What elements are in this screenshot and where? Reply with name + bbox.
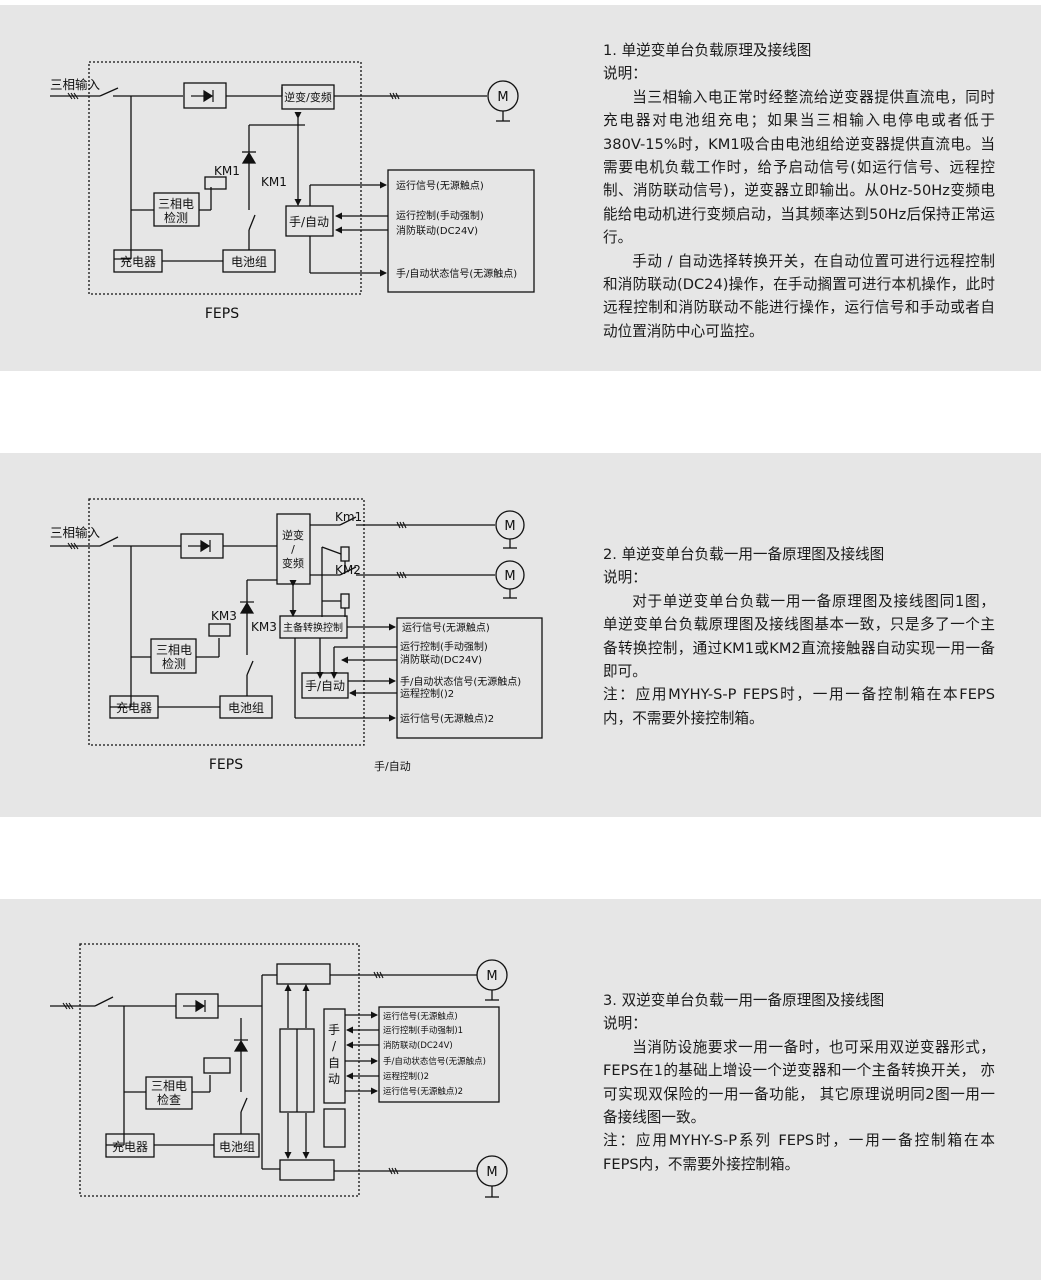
feps-enclosure <box>88 61 362 295</box>
manual-auto-label: 手 <box>328 1023 340 1037</box>
detector-label-2: 检测 <box>162 656 186 671</box>
section-title: 3. 双逆变单台负载一用一备原理图及接线图 <box>603 992 885 1009</box>
feps-label: FEPS <box>209 757 243 773</box>
input-label: 三相输入 <box>50 77 101 92</box>
switchover-label: 主备转换控制 <box>283 621 343 634</box>
manual-auto-label: 自 <box>328 1056 340 1070</box>
diagram-1: 三相输入 逆变/变频 M KM1 KM1 三相电 检测 手/自动 充电器 电池组… <box>50 61 535 322</box>
manual-auto-box <box>323 1008 346 1104</box>
note: 注：应用MYHY-S-P系列 FEPS时，一用一备控制箱在本FEPS内，不需要外… <box>603 1132 995 1173</box>
detector-label-1: 三相电 <box>151 1079 187 1093</box>
detector-label-2: 检查 <box>157 1092 181 1107</box>
signal-label: 手/自动状态信号(无源触点) <box>396 267 517 280</box>
feps-enclosure <box>88 498 365 746</box>
km2-label: KM2 <box>335 563 361 577</box>
manual-auto-label: 动 <box>328 1072 340 1086</box>
inverter-box <box>276 963 331 985</box>
signal-label: 运行信号(无源触点) <box>402 621 490 634</box>
inverter-label: 变频 <box>282 556 304 570</box>
signal-box <box>396 617 543 739</box>
signal-label: 运程控制()2 <box>400 687 454 700</box>
manual-auto-label: / <box>332 1039 337 1053</box>
km1-coil <box>204 176 227 190</box>
relay-coil <box>203 1057 231 1074</box>
signal-label: 运程控制()2 <box>383 1071 429 1082</box>
section-3-panel: M M 三相电 检查 手 / 自 动 充电器 电池组 运行信号(无源触点) 运行… <box>0 899 1041 1280</box>
km1-label: Km1 <box>335 510 362 524</box>
diagram-2: 三相输入 逆变 / 变频 Km1 KM2 M M KM3 KM3 主备转换控制 … <box>50 498 543 773</box>
diagram-3: M M 三相电 检查 手 / 自 动 充电器 电池组 运行信号(无源触点) 运行… <box>50 943 508 1198</box>
explain-label: 说明： <box>603 65 647 83</box>
battery-label: 电池组 <box>231 255 267 269</box>
detector-label-1: 三相电 <box>158 197 194 211</box>
motor-label: M <box>504 519 515 534</box>
inverter-box <box>279 1159 335 1181</box>
charger-label: 充电器 <box>116 700 152 715</box>
signal-label: 手/自动状态信号(无源触点) <box>400 675 521 688</box>
explain-label: 说明： <box>603 569 647 587</box>
inverter-label: / <box>291 543 295 556</box>
inverter-label: 逆变/变频 <box>284 90 332 104</box>
km1-coil-label: KM1 <box>214 164 240 178</box>
signal-label: 消防联动(DC24V) <box>396 224 478 237</box>
paragraph: 当三相输入电正常时经整流给逆变器提供直流电，同时充电器对电池组充电；如果当三相输… <box>603 88 995 247</box>
signal-label: 运行信号(无源触点) <box>383 1011 458 1022</box>
battery-label: 电池组 <box>219 1140 255 1154</box>
section-3-description: 3. 双逆变单台负载一用一备原理图及接线图 说明： 当消防设施要求一用一备时，也… <box>603 989 995 1176</box>
bottom-manual-auto-label: 手/自动 <box>374 759 411 773</box>
relay-coil <box>340 593 350 609</box>
motor-label: M <box>504 569 515 584</box>
section-1-panel: 三相输入 逆变/变频 M KM1 KM1 三相电 检测 手/自动 充电器 电池组… <box>0 5 1041 371</box>
detector-box <box>150 638 197 674</box>
section-2-description: 2. 单逆变单台负载一用一备原理图及接线图 说明： 对于单逆变单台负载一用一备原… <box>603 543 995 730</box>
inverter-label: 逆变 <box>282 528 304 542</box>
signal-label: 手/自动状态信号(无源触点) <box>383 1056 486 1067</box>
manual-auto-box <box>301 672 349 699</box>
input-label: 三相输入 <box>50 525 101 540</box>
km3-coil-label: KM3 <box>211 609 237 623</box>
feps-label: FEPS <box>205 306 239 322</box>
signal-label: 消防联动(DC24V) <box>383 1040 453 1051</box>
motor-label: M <box>486 1165 497 1180</box>
section-title: 1. 单逆变单台负载原理及接线图 <box>603 42 812 59</box>
section-1-description: 1. 单逆变单台负载原理及接线图 说明： 当三相输入电正常时经整流给逆变器提供直… <box>603 39 995 343</box>
signal-label: 运行信号(无源触点)2 <box>400 712 494 725</box>
battery-label: 电池组 <box>228 701 264 715</box>
battery-box <box>219 695 273 719</box>
charger-label: 充电器 <box>120 254 156 269</box>
paragraph: 当消防设施要求一用一备时，也可采用双逆变器形式， FEPS在1的基础上增设一个逆… <box>603 1038 995 1127</box>
relay-coil <box>340 546 350 562</box>
inverter-box <box>281 84 335 110</box>
charger-label: 充电器 <box>112 1139 148 1154</box>
paragraph: 手动 / 自动选择转换开关，在自动位置可进行远程控制和消防联动(DC24)操作，… <box>603 252 995 340</box>
motor-label: M <box>497 90 508 105</box>
signal-box <box>387 169 535 293</box>
signal-label: 运行控制(手动强制)1 <box>383 1025 463 1036</box>
manual-auto-label: 手/自动 <box>289 215 329 229</box>
signal-label: 运行信号(无源触点) <box>396 179 484 192</box>
signal-label: 消防联动(DC24V) <box>400 653 482 666</box>
note: 注：应用MYHY-S-P FEPS时，一用一备控制箱在本FEPS内，不需要外接控… <box>603 686 995 727</box>
explain-label: 说明： <box>603 1015 647 1033</box>
section-title: 2. 单逆变单台负载一用一备原理图及接线图 <box>603 546 885 563</box>
signal-box <box>378 1006 500 1103</box>
km3-contact-label: KM3 <box>251 620 277 634</box>
section-2-panel: 三相输入 逆变 / 变频 Km1 KM2 M M KM3 KM3 主备转换控制 … <box>0 453 1041 817</box>
paragraph: 对于单逆变单台负载一用一备原理图及接线图同1图， 单逆变单台负载原理图及接线图基… <box>603 592 995 681</box>
signal-label: 运行控制(手动强制) <box>396 209 484 222</box>
motor-label: M <box>486 969 497 984</box>
detector-label-1: 三相电 <box>156 643 192 657</box>
manual-auto-label: 手/自动 <box>305 679 345 693</box>
detector-label-2: 检测 <box>164 210 188 225</box>
signal-label: 运行控制(手动强制) <box>400 640 488 653</box>
detector-box <box>145 1076 193 1110</box>
km1-contact-label: KM1 <box>261 175 287 189</box>
auxiliary-box <box>323 1108 346 1148</box>
battery-box <box>213 1133 260 1158</box>
feps-enclosure <box>79 943 360 1197</box>
signal-label: 运行信号(无源触点)2 <box>383 1086 463 1097</box>
km3-coil <box>208 623 231 637</box>
